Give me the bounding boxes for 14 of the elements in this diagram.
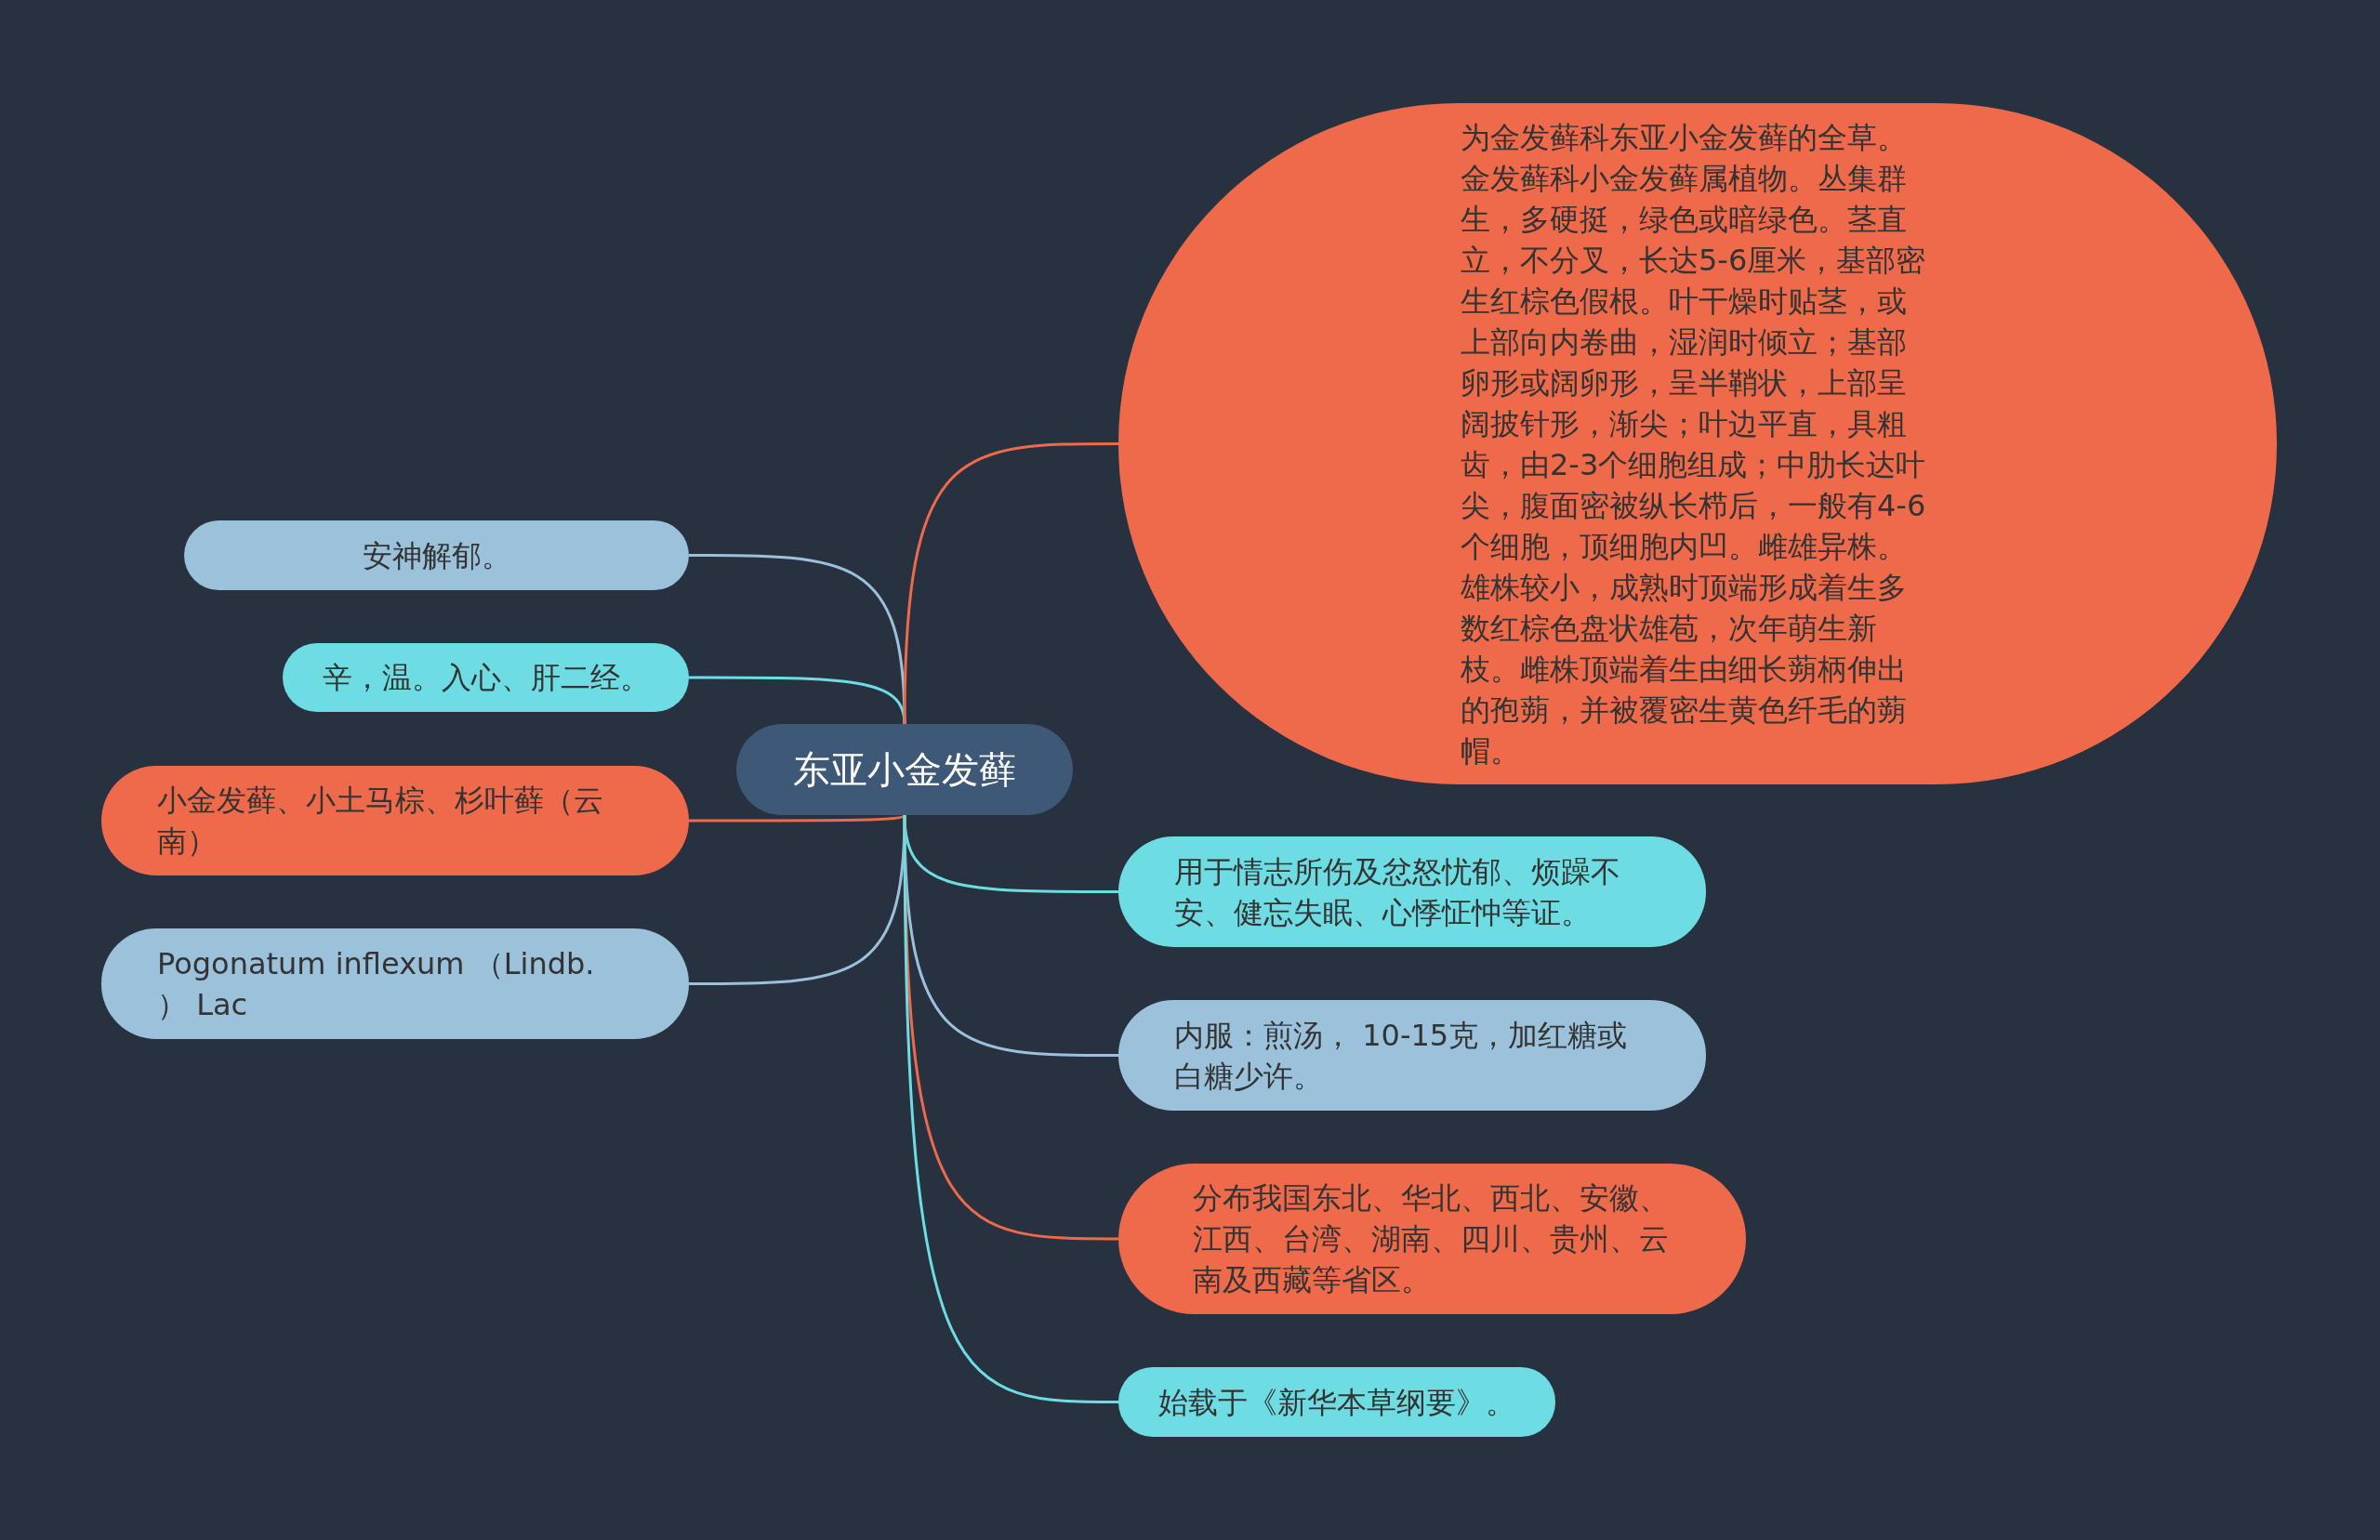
topic-text: 小金发藓、小土马棕、杉叶藓（云南）: [157, 782, 604, 861]
topic-text: 用于情志所伤及忿怒忧郁、烦躁不安、健忘失眠、心悸怔忡等证。: [1174, 852, 1621, 932]
topic-text: 安神解郁。: [362, 536, 511, 575]
connector-line: [903, 442, 1118, 725]
connector-line: [689, 814, 906, 985]
topic-text: 为金发藓科东亚小金发藓的全草。金发藓科小金发藓属植物。丛集群生，多硬挺，绿色或暗绿色。茎直立，不分叉，长达5-6厘米，基部密生红棕色假根。叶干燥时贴茎，或上部向内卷曲，湿润时倾立；基部卵形或阔卵形，呈半鞘状，上部呈阔披针形，渐尖；叶边平直，具粗齿，由2-3个细胞组成；中肋长达叶尖，腹面密被纵长栉后，一般有4-6个细胞，顶细胞内凹。雌雄异株。雄株较小，成熟时顶端形成着生多数红棕色盘状雄苞，次年萌生新枝。雌株顶端着生由细长蒴柄伸出的孢蒴，并被覆密生黄色纤毛的蒴帽。: [1461, 118, 1927, 770]
topic-text: Pogonatum inflexum （Lindb. ） Lac: [157, 944, 596, 1024]
topic-text: 辛，温。入心、肝二经。: [322, 659, 650, 697]
connector-line: [689, 813, 906, 823]
topic-text: 内服：煎汤， 10-15克，加红糖或白糖少许。: [1174, 1016, 1629, 1096]
topic-text: 始载于《新华本草纲要》。: [1158, 1383, 1515, 1422]
central-topic-text: 东亚小金发藓: [793, 749, 1016, 790]
topic-text: 分布我国东北、华北、西北、安徽、江西、台湾、湖南、四川、贵州、云南及西藏等省区。: [1193, 1179, 1670, 1299]
connector-line: [903, 815, 1118, 1403]
